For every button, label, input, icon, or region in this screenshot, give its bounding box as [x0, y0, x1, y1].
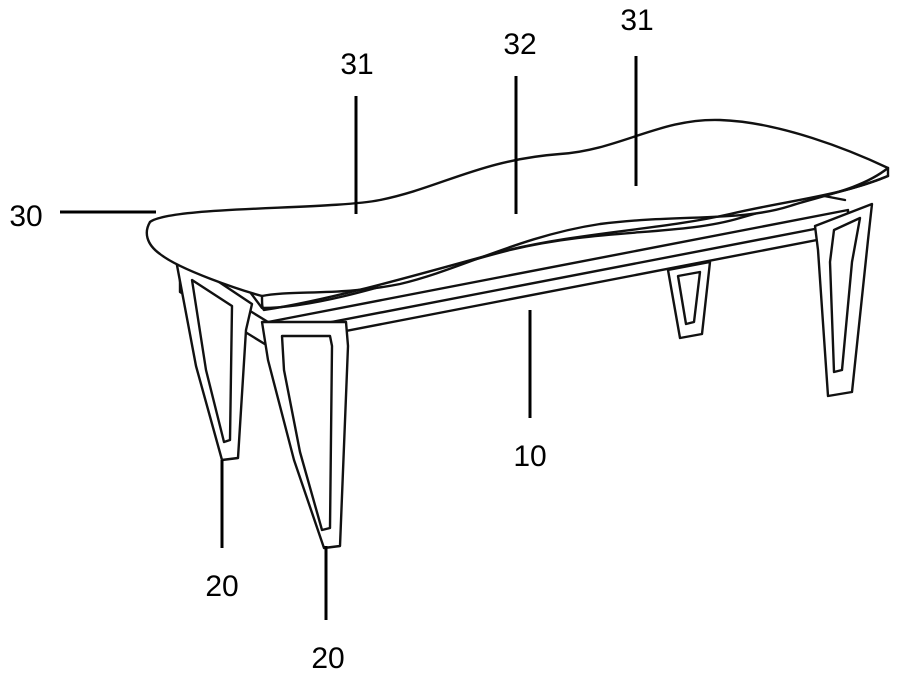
front-left-leg: [174, 258, 254, 462]
leader-lines: [60, 56, 638, 620]
label-30: 30: [9, 200, 42, 233]
rear-right-leg: [666, 260, 712, 340]
reference-labels: 31 32 31 30 10 20 20: [9, 4, 653, 675]
label-32: 32: [503, 28, 536, 61]
label-10: 10: [513, 440, 546, 473]
seat-front-edge: [260, 174, 890, 312]
front-right-leg: [813, 202, 874, 398]
label-20-center: 20: [311, 642, 344, 675]
front-apron-inner-line: [288, 224, 832, 332]
label-20-left: 20: [205, 570, 238, 603]
label-31-left: 31: [340, 48, 373, 81]
label-31-right: 31: [620, 4, 653, 37]
front-center-leg: [260, 320, 350, 550]
